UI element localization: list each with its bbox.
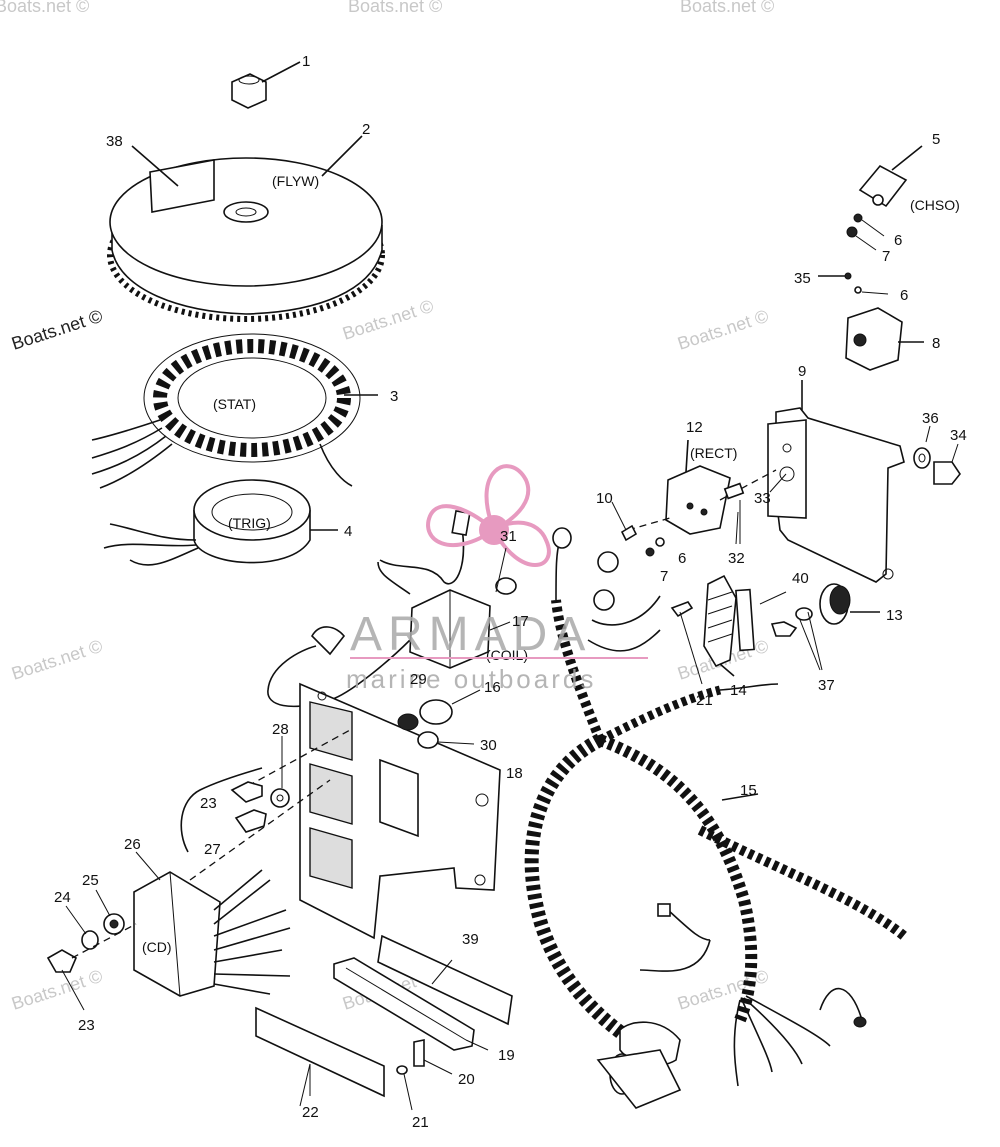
part-rectifier: (RECT) — [627, 439, 777, 544]
part-capacitor — [397, 689, 481, 749]
callout-19: 19 — [498, 1047, 515, 1064]
callout-21b: 21 — [412, 1114, 429, 1131]
part-cd-hardware — [46, 889, 137, 1011]
callout-31: 31 — [500, 528, 517, 545]
callout-23b: 23 — [78, 1017, 95, 1034]
part-stator: (STAT) — [91, 333, 378, 489]
callout-12: 12 — [686, 419, 703, 436]
callout-13: 13 — [886, 607, 903, 624]
callout-25: 25 — [82, 872, 99, 889]
part-choke-solenoid: (CHSO) — [846, 145, 960, 251]
callout-6c: 6 — [678, 550, 686, 567]
label-trig: (TRIG) — [228, 515, 271, 531]
leader-lines — [299, 473, 787, 1107]
label-flyw: (FLYW) — [272, 173, 319, 189]
callout-7b: 7 — [660, 568, 668, 585]
callout-28: 28 — [272, 721, 289, 738]
part-ignition-coil: (COIL) — [267, 510, 528, 708]
callout-18: 18 — [506, 765, 523, 782]
callout-37: 37 — [818, 677, 835, 694]
callout-14: 14 — [730, 682, 747, 699]
callout-8: 8 — [932, 335, 940, 352]
callout-33: 33 — [754, 490, 771, 507]
part-flywheel: (FLYW) — [107, 135, 385, 322]
callout-3: 3 — [390, 388, 398, 405]
callout-15: 15 — [740, 782, 757, 799]
callout-34: 34 — [950, 427, 967, 444]
callout-5: 5 — [932, 131, 940, 148]
part-mounting-bracket — [767, 380, 905, 583]
part-trigger: (TRIG) — [103, 479, 338, 566]
part-wire-harness — [524, 527, 908, 1109]
brand-logo-icon — [479, 515, 509, 545]
label-cd: (CD) — [142, 939, 172, 955]
callout-7a: 7 — [882, 248, 890, 265]
part-switch — [818, 272, 924, 371]
callout-27: 27 — [204, 841, 221, 858]
callout-40: 40 — [792, 570, 809, 587]
label-stat: (STAT) — [213, 396, 256, 412]
callout-26: 26 — [124, 836, 141, 853]
callout-29: 29 — [410, 671, 427, 688]
callout-numbers: 1 2 3 4 5 6 7 35 6 8 9 36 34 12 10 33 6 … — [54, 53, 967, 1131]
part-small-hardware — [611, 501, 665, 557]
part-screws — [180, 736, 290, 853]
callout-10: 10 — [596, 490, 613, 507]
part-terminal-strip — [333, 934, 513, 1111]
watermark-text: Boats.net © — [0, 0, 89, 16]
callout-9: 9 — [798, 363, 806, 380]
callout-24: 24 — [54, 889, 71, 906]
part-terminal-block — [670, 574, 787, 685]
callout-2: 2 — [362, 121, 370, 138]
watermark-text: Boats.net © — [680, 0, 774, 16]
callout-38: 38 — [106, 133, 123, 150]
watermark-text: Boats.net © — [340, 296, 436, 344]
watermark-text: Boats.net © — [9, 636, 105, 684]
callout-23a: 23 — [200, 795, 217, 812]
label-chso: (CHSO) — [910, 197, 960, 213]
watermark-text: Boats.net © — [9, 306, 105, 354]
callout-4: 4 — [344, 523, 352, 540]
callout-20: 20 — [458, 1071, 475, 1088]
part-knob — [770, 583, 880, 671]
brand-tagline: marine outboards — [346, 664, 596, 694]
callout-6b: 6 — [900, 287, 908, 304]
part-insulator-strip — [255, 1006, 385, 1098]
part-washer-screw — [913, 425, 961, 485]
watermark-text: Boats.net © — [675, 306, 771, 354]
callout-35: 35 — [794, 270, 811, 287]
callout-16: 16 — [484, 679, 501, 696]
callout-21a: 21 — [696, 692, 713, 709]
callout-36: 36 — [922, 410, 939, 427]
watermark-text: Boats.net © — [9, 966, 105, 1014]
callout-32: 32 — [728, 550, 745, 567]
watermark-text: Boats.net © — [348, 0, 442, 16]
callout-6a: 6 — [894, 232, 902, 249]
part-mounting-plate — [189, 682, 501, 940]
part-nut — [231, 61, 301, 109]
callout-30: 30 — [480, 737, 497, 754]
brand-watermark: ARMADA marine outboards — [346, 464, 648, 694]
label-rect: (RECT) — [690, 445, 737, 461]
callout-39: 39 — [462, 931, 479, 948]
part-cd-module: (CD) — [133, 851, 291, 997]
callout-17: 17 — [512, 613, 529, 630]
callout-1: 1 — [302, 53, 310, 70]
brand-name: ARMADA — [350, 608, 591, 661]
callout-22: 22 — [302, 1104, 319, 1121]
